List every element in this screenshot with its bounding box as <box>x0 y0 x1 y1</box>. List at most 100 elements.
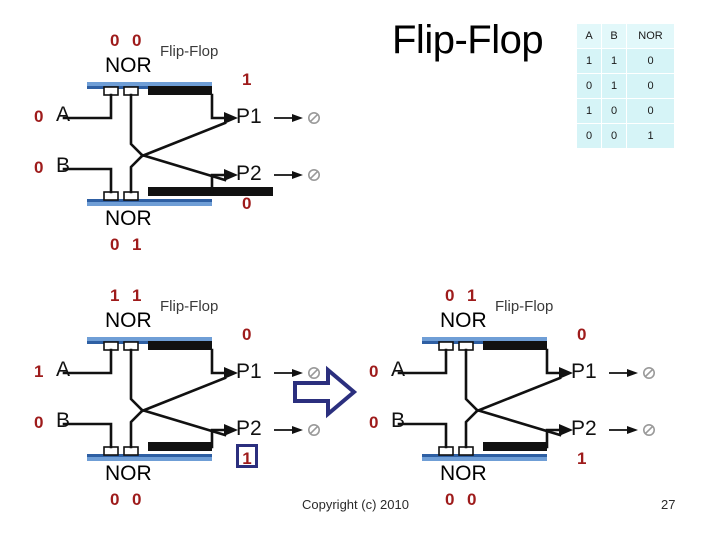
copyright-text: Copyright (c) 2010 <box>302 497 409 512</box>
wire-p1-out <box>210 93 227 120</box>
bottom-gate-black-bar <box>148 187 273 196</box>
flipflop-name-label: Flip-Flop <box>160 43 219 60</box>
output-p2-label: P2 <box>571 417 597 440</box>
page-number: 27 <box>661 497 676 512</box>
bottom-gate-input-value-1: 0 <box>445 490 455 509</box>
table-header-b: B <box>601 23 627 49</box>
bottom-gate-black-bar <box>148 442 212 451</box>
p2-arrowhead <box>224 424 238 436</box>
input-a-value: 0 <box>369 362 379 381</box>
output-p1-value: 0 <box>577 325 587 344</box>
table-header-nor: NOR <box>626 23 675 49</box>
bottom-gate-input-value-1: 0 <box>110 235 120 254</box>
table-cell-b: 1 <box>601 73 627 99</box>
top-gate-label: NOR <box>440 309 487 332</box>
p2-arrowhead <box>559 424 573 436</box>
top-gate-blue-bar <box>422 337 547 341</box>
bottom-gate-blue-bar <box>87 202 212 206</box>
output-p2-value-highlighted: 1 <box>236 444 258 468</box>
table-cell-a: 1 <box>576 98 602 124</box>
table-cell-nor: 1 <box>626 123 675 149</box>
wire-cross-bottom-b <box>140 121 227 158</box>
output-p2-value: 0 <box>242 194 252 213</box>
table-cell-a: 1 <box>576 48 602 74</box>
output-p1-label: P1 <box>236 360 262 383</box>
flipflop-name-label: Flip-Flop <box>495 298 554 315</box>
wire-input-b <box>62 422 113 449</box>
input-b-value: 0 <box>34 158 44 177</box>
bottom-gate-label: NOR <box>105 462 152 485</box>
bottom-gate-black-bar <box>483 442 547 451</box>
input-b-label: B <box>391 409 406 432</box>
output-p1-value: 0 <box>242 325 252 344</box>
top-gate-black-bar <box>483 341 547 350</box>
null-icon <box>307 169 320 182</box>
table-cell-nor: 0 <box>626 48 675 74</box>
null-icon <box>307 112 320 125</box>
top-gate-blue-bar <box>87 337 212 341</box>
wire-cross-top <box>129 348 144 412</box>
table-cell-b: 1 <box>601 48 627 74</box>
wire-input-a <box>62 348 113 375</box>
wire-cross-top-b <box>140 408 227 437</box>
table-cell-nor: 0 <box>626 73 675 99</box>
wire-input-b <box>62 167 113 194</box>
p1-arrowhead <box>559 367 573 379</box>
flipflop-schematic <box>397 337 655 461</box>
input-a-label: A <box>391 358 406 381</box>
output-p1-value: 1 <box>242 70 252 89</box>
input-a-value: 1 <box>34 362 44 381</box>
bottom-gate-input-value-2: 1 <box>132 235 142 254</box>
bottom-gate-blue-bar <box>87 457 212 461</box>
flipflop-figure-bottom-left: 1 1 NOR Flip-Flop 1 A 0 B 0 P1 P2 1 NOR … <box>20 283 330 513</box>
bottom-gate-label: NOR <box>440 462 487 485</box>
null-icon <box>307 367 320 380</box>
wire-cross-bottom <box>129 154 144 194</box>
top-gate-black-bar <box>148 341 212 350</box>
page-title: Flip-Flop <box>392 18 544 62</box>
output-p2-label: P2 <box>236 417 262 440</box>
null-icon <box>642 424 655 437</box>
bottom-gate-input-value-2: 0 <box>132 490 142 509</box>
top-gate-input-value-1: 1 <box>110 286 120 305</box>
output-p1-label: P1 <box>571 360 597 383</box>
table-cell-nor: 0 <box>626 98 675 124</box>
flipflop-name-label: Flip-Flop <box>160 298 219 315</box>
input-b-label: B <box>56 154 71 177</box>
p1-arrowhead <box>224 367 238 379</box>
top-gate-input-value-1: 0 <box>110 31 120 50</box>
flipflop-schematic <box>62 82 320 206</box>
nor-truth-table: A B NOR 1 1 0 0 1 0 1 0 0 0 0 <box>576 23 675 149</box>
table-cell-b: 0 <box>601 123 627 149</box>
top-gate-input-value-1: 0 <box>445 286 455 305</box>
output-p2-label: P2 <box>236 162 262 185</box>
p1-arrowhead <box>224 112 238 124</box>
output-p2-value: 1 <box>577 449 587 468</box>
wire-cross-bottom-b <box>140 376 227 413</box>
null-icon <box>307 424 320 437</box>
table-row: 1 0 0 <box>576 98 675 124</box>
table-cell-a: 0 <box>576 123 602 149</box>
top-gate-black-bar <box>148 86 212 95</box>
null-icon <box>642 367 655 380</box>
input-a-label: A <box>56 103 71 126</box>
wire-cross-top <box>129 93 144 157</box>
table-header-a: A <box>576 23 602 49</box>
top-gate-label: NOR <box>105 54 152 77</box>
output-p1-label: P1 <box>236 105 262 128</box>
input-b-value: 0 <box>369 413 379 432</box>
bottom-gate-input-value-2: 0 <box>467 490 477 509</box>
p2-arrowhead <box>224 169 238 181</box>
top-gate-input-value-2: 1 <box>132 286 142 305</box>
top-gate-blue-bar <box>87 82 212 86</box>
wire-p1-out <box>210 348 227 375</box>
table-cell-a: 0 <box>576 73 602 99</box>
top-gate-input-value-2: 1 <box>467 286 477 305</box>
wire-cross-top-b <box>140 153 227 182</box>
top-gate-label: NOR <box>105 309 152 332</box>
wire-cross-bottom <box>129 409 144 449</box>
wire-input-a <box>62 93 113 120</box>
wire-p1-out <box>545 348 562 375</box>
input-a-label: A <box>56 358 71 381</box>
table-row: 1 1 0 <box>576 48 675 74</box>
